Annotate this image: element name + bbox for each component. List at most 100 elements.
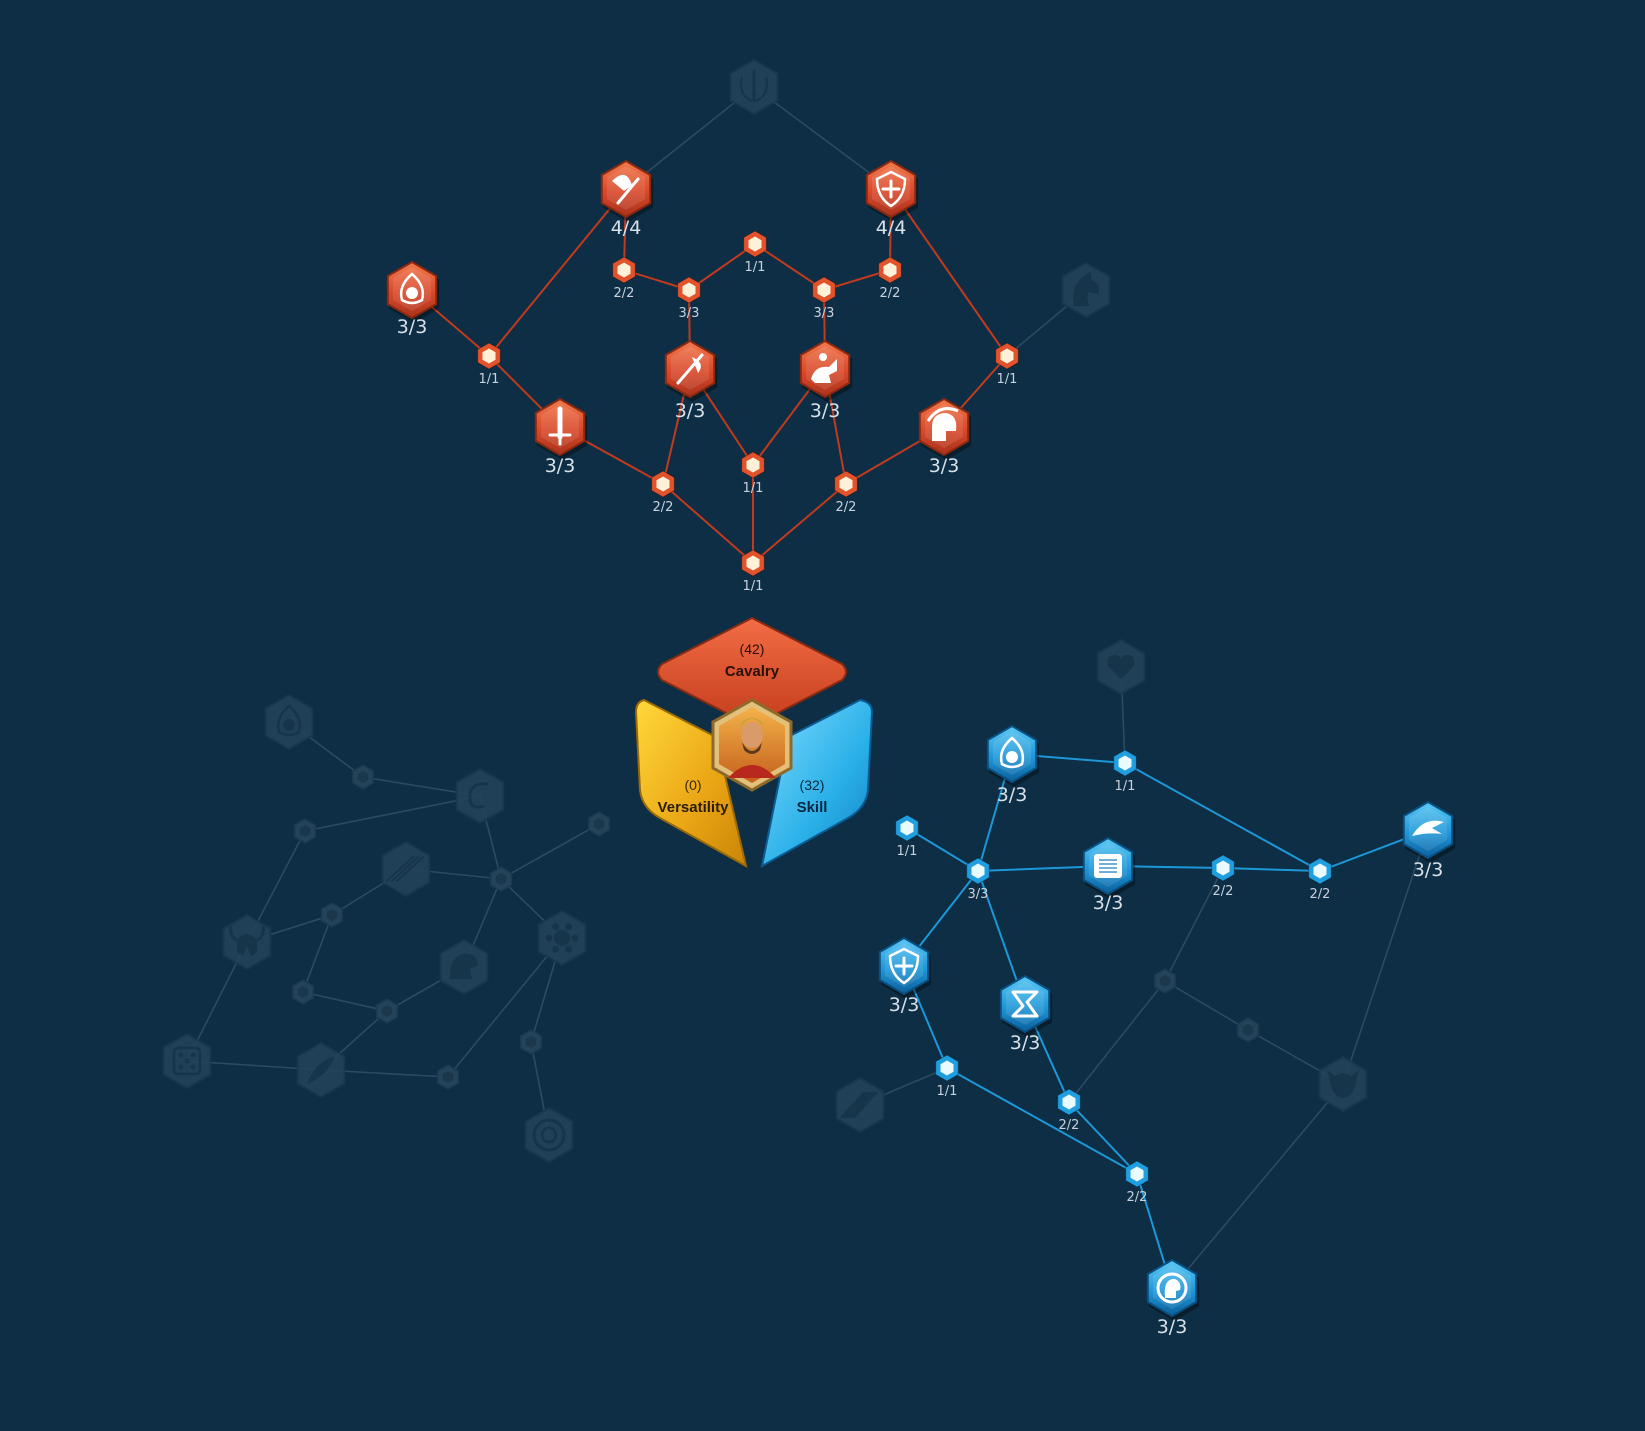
arrows-icon	[386, 856, 424, 882]
cavalry-minor-node[interactable]: 2/2	[612, 256, 636, 301]
skill-locked-small-node[interactable]	[1153, 968, 1177, 994]
skill-minor-node[interactable]: 2/2	[1211, 854, 1235, 899]
skill-minor-node[interactable]: 1/1	[1113, 749, 1137, 794]
node-level-label: 3/3	[929, 455, 960, 477]
cavalry-minor-node[interactable]: 2/2	[878, 256, 902, 301]
cavalry-talent-node[interactable]: 3/3	[664, 339, 718, 422]
commander-portrait[interactable]	[711, 698, 793, 792]
versatility-locked-small-node[interactable]	[291, 979, 315, 1005]
skill-locked-node[interactable]	[1318, 1055, 1368, 1113]
versatility-locked-small-node[interactable]	[587, 811, 611, 837]
node-level-label: 3/3	[675, 400, 706, 422]
inactive-connection	[1164, 980, 1249, 1031]
versatility-locked-small-node[interactable]	[320, 902, 344, 928]
node-level-label: 2/2	[836, 500, 857, 515]
cavalry-locked-node[interactable]	[1061, 261, 1111, 319]
skill-minor-node[interactable]: 2/2	[1125, 1160, 1149, 1205]
cavalry-talent-node[interactable]: 4/4	[865, 159, 919, 239]
versatility-locked-node[interactable]	[222, 913, 272, 971]
versatility-locked-small-node[interactable]	[519, 1029, 543, 1055]
cavalry-minor-node[interactable]: 2/2	[651, 470, 675, 515]
whirlwind-icon	[1011, 990, 1039, 1018]
node-level-label: 2/2	[1310, 887, 1331, 902]
versatility-locked-node[interactable]	[381, 840, 431, 898]
versatility-locked-small-node[interactable]	[436, 1064, 460, 1090]
skill-connection	[906, 827, 979, 872]
versatility-petal[interactable]	[634, 698, 748, 868]
skill-locked-small-node[interactable]	[1236, 1017, 1260, 1043]
specialization-wheel: (42) Cavalry (0) Versatility (32) Skill	[634, 616, 874, 868]
versatility-locked-node[interactable]	[439, 938, 489, 996]
cavalry-connection	[752, 483, 847, 564]
skill-locked-node[interactable]	[835, 1076, 885, 1134]
cavalry-minor-node[interactable]: 1/1	[995, 342, 1019, 387]
scroll-icon	[1094, 854, 1122, 878]
node-level-label: 3/3	[1010, 1032, 1041, 1054]
node-level-label: 3/3	[1093, 892, 1124, 914]
cavalry-name: Cavalry	[725, 663, 780, 680]
skill-locked-node[interactable]	[1096, 638, 1146, 696]
skill-minor-node[interactable]: 2/2	[1057, 1088, 1081, 1133]
cavalry-minor-node[interactable]: 2/2	[834, 470, 858, 515]
node-level-label: 3/3	[968, 887, 989, 902]
cavalry-locked-node[interactable]	[729, 58, 779, 116]
skill-talent-node[interactable]: 3/3	[1082, 836, 1136, 914]
flame-skull-icon	[276, 704, 302, 737]
dice-icon	[172, 1046, 202, 1076]
versatility-locked-small-node[interactable]	[375, 998, 399, 1024]
skill-talent-node[interactable]: 3/3	[1402, 800, 1456, 881]
skill-talent-node[interactable]: 3/3	[878, 936, 932, 1016]
node-level-label: 2/2	[880, 286, 901, 301]
skill-minor-node[interactable]: 2/2	[1308, 857, 1332, 902]
node-level-label: 2/2	[1127, 1190, 1148, 1205]
node-level-label: 3/3	[997, 784, 1028, 806]
versatility-locked-node[interactable]	[455, 767, 505, 825]
node-level-label: 4/4	[611, 217, 642, 239]
cavalry-connection	[754, 243, 825, 291]
skill-name: Skill	[797, 799, 828, 816]
versatility-locked-node[interactable]	[524, 1106, 574, 1164]
skill-connection	[946, 1067, 1138, 1175]
cavalry-minor-node[interactable]: 1/1	[741, 549, 765, 594]
node-level-label: 1/1	[745, 260, 766, 275]
cavalry-minor-node[interactable]: 1/1	[477, 342, 501, 387]
cavalry-talent-node[interactable]: 3/3	[918, 397, 972, 477]
skill-minor-node[interactable]: 1/1	[895, 814, 919, 859]
versatility-locked-node[interactable]	[296, 1041, 346, 1099]
cavalry-talent-node[interactable]: 3/3	[534, 397, 588, 477]
node-level-label: 2/2	[1059, 1118, 1080, 1133]
inactive-connection	[625, 86, 755, 190]
skill-talent-node[interactable]: 3/3	[1146, 1258, 1200, 1338]
cavalry-minor-node[interactable]: 3/3	[677, 276, 701, 321]
cavalry-minor-node[interactable]: 1/1	[741, 451, 765, 496]
inactive-connection	[302, 914, 333, 993]
versatility-locked-node[interactable]	[537, 909, 587, 967]
axe-flag-icon	[612, 174, 640, 205]
spartan-helmet-icon	[926, 407, 959, 441]
cavalry-connection	[890, 188, 1008, 357]
versatility-locked-small-node[interactable]	[351, 764, 375, 790]
versatility-locked-small-node[interactable]	[293, 818, 317, 844]
node-level-label: 1/1	[1115, 779, 1136, 794]
skill-talent-node[interactable]: 3/3	[986, 724, 1040, 806]
versatility-locked-small-node[interactable]	[489, 866, 513, 892]
cavalry-talent-node[interactable]: 4/4	[600, 159, 654, 239]
skill-connection	[1068, 1101, 1138, 1175]
cavalry-talent-node[interactable]: 3/3	[386, 260, 440, 338]
demon-skull-icon	[1327, 1070, 1359, 1098]
dragon-icon	[1412, 820, 1444, 836]
cavalry-minor-node[interactable]: 1/1	[743, 230, 767, 275]
cavalry-talent-node[interactable]: 3/3	[799, 339, 853, 422]
shield-cross-icon	[888, 947, 920, 985]
skill-minor-node[interactable]: 1/1	[935, 1054, 959, 1099]
versatility-locked-node[interactable]	[162, 1032, 212, 1090]
versatility-locked-node[interactable]	[264, 693, 314, 751]
node-level-label: 3/3	[679, 306, 700, 321]
skill-minor-node[interactable]: 3/3	[966, 857, 990, 902]
splash-icon	[545, 923, 579, 953]
cavalry-minor-node[interactable]: 3/3	[812, 276, 836, 321]
laurel-sword-icon	[740, 69, 768, 103]
flame-skull-icon	[999, 736, 1025, 769]
inactive-connection	[302, 991, 388, 1012]
skill-talent-node[interactable]: 3/3	[999, 974, 1053, 1054]
